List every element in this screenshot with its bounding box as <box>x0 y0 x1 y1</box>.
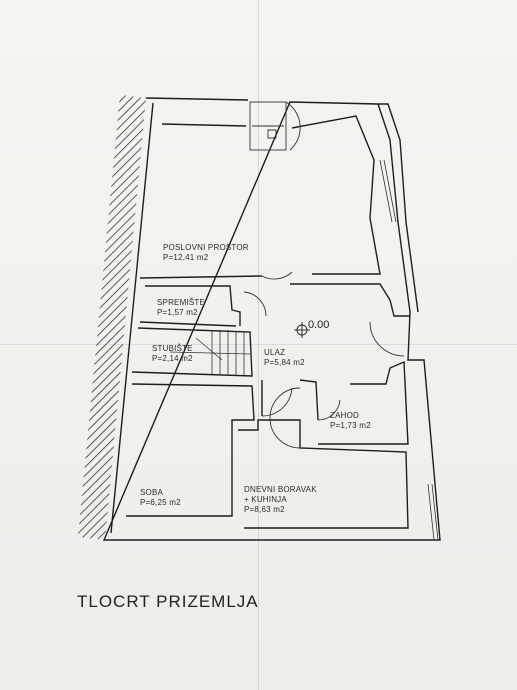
room-area: P=1,57 m2 <box>157 308 198 317</box>
room-area: P=12,41 m2 <box>163 253 209 262</box>
room-name: POSLOVNI PROSTOR <box>163 243 249 252</box>
plan-title: TLOCRT PRIZEMLJA <box>77 592 259 611</box>
paper-fold-horizontal <box>0 344 517 345</box>
room-label-soba: SOBA P=6,25 m2 <box>140 488 181 508</box>
room-label-stubiste: STUBIŠTE P=2,14 m2 <box>152 344 193 364</box>
paper-fold-vertical <box>258 0 259 690</box>
door-arc-soba <box>261 387 293 417</box>
room-label-dnevni-boravak: DNEVNI BORAVAK + KUHINJA P=8,63 m2 <box>244 485 317 515</box>
room-area: P=1,73 m2 <box>330 421 371 430</box>
room-area: P=8,63 m2 <box>244 505 285 514</box>
ulaz-walls <box>261 283 410 421</box>
room-area: P=2,14 m2 <box>152 354 193 363</box>
hatched-neighbour-wall <box>78 95 146 540</box>
room-name: SOBA <box>140 488 164 497</box>
room-name-line2: + KUHINJA <box>244 495 287 504</box>
room-area: P=6,25 m2 <box>140 498 181 507</box>
door-arc-ulaz-right <box>369 321 405 357</box>
entrance-door <box>249 101 301 151</box>
elevation-marker <box>294 322 310 338</box>
stubiste-walls <box>131 327 253 377</box>
stairs <box>169 330 251 375</box>
room-name: STUBIŠTE <box>152 344 193 353</box>
soba-walls <box>126 383 255 517</box>
room-name: SPREMIŠTE <box>157 298 206 307</box>
door-arc-spremiste <box>243 291 267 317</box>
poslovni-wall <box>139 115 381 279</box>
spremiste-walls <box>139 285 241 327</box>
dnevni-walls <box>238 419 409 529</box>
elevation-label: 0.00 <box>308 319 330 331</box>
room-label-zahod: ZAHOD P=1,73 m2 <box>330 411 371 431</box>
room-name: DNEVNI BORAVAK <box>244 485 317 494</box>
room-label-ulaz: ULAZ P=5,84 m2 <box>264 348 305 368</box>
door-arc-zahod <box>317 399 341 421</box>
room-area: P=5,84 m2 <box>264 358 305 367</box>
door-arc-dnevni <box>269 387 301 449</box>
outer-wall <box>102 97 441 541</box>
room-name: ZAHOD <box>330 411 359 420</box>
room-label-spremiste: SPREMIŠTE P=1,57 m2 <box>157 298 205 318</box>
door-arc-main-room <box>261 271 293 280</box>
zahod-walls <box>318 360 409 445</box>
right-wall-thickness <box>378 103 419 313</box>
room-label-poslovni-prostor: POSLOVNI PROSTOR P=12,41 m2 <box>163 243 249 263</box>
left-wall-inner <box>110 102 154 534</box>
room-name: ULAZ <box>264 348 286 357</box>
